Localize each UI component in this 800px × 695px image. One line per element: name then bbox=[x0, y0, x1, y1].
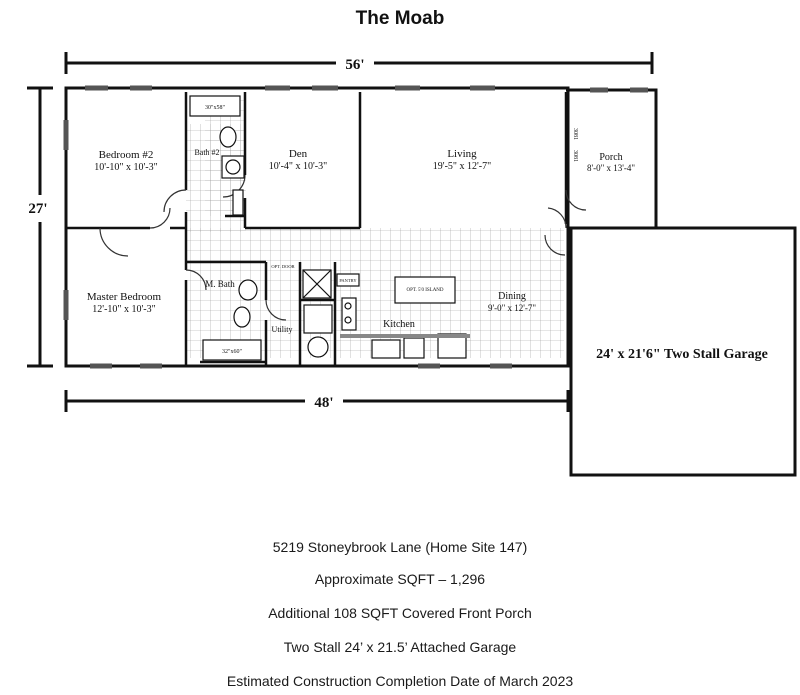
room-bath2-name: Bath #2 bbox=[194, 148, 219, 157]
room-labels: Bedroom #2 10'-10" x 10'-3" Bath #2 30"x… bbox=[87, 105, 635, 355]
room-porch-size: 8'-0" x 13'-4" bbox=[587, 163, 635, 173]
room-mbath-name: M. Bath bbox=[205, 279, 235, 289]
room-dining-size: 9'-0" x 12'-7" bbox=[488, 303, 536, 313]
kitchen-sink bbox=[371, 339, 401, 359]
dimension-top-label: 56' bbox=[345, 57, 364, 73]
kitchen-opt-door-label: OPT. DOOR bbox=[271, 264, 294, 269]
info-line-garage: Two Stall 24’ x 21.5’ Attached Garage bbox=[283, 639, 517, 655]
dimension-left-label: 27' bbox=[28, 201, 47, 217]
plan-title: The Moab bbox=[355, 8, 445, 29]
room-bath2-tub: 30"x58" bbox=[205, 105, 225, 111]
interior-walls bbox=[66, 92, 568, 366]
room-living-size: 19'-5" x 12'-7" bbox=[433, 161, 491, 172]
toilet-bath2 bbox=[219, 126, 237, 148]
room-kitchen-name: Kitchen bbox=[383, 319, 415, 330]
floor-plan: 56' 48' 27' bbox=[27, 52, 797, 477]
dimension-top bbox=[64, 52, 654, 74]
dishwasher bbox=[403, 337, 425, 359]
room-bedroom2-name: Bedroom #2 bbox=[99, 149, 154, 161]
room-bedroom2-size: 10'-10" x 10'-3" bbox=[94, 162, 157, 173]
fixtures bbox=[189, 95, 470, 361]
garage-label: 24' x 21'6" Two Stall Garage bbox=[596, 347, 768, 362]
toilet-master bbox=[233, 306, 251, 328]
tub-bath2 bbox=[189, 95, 241, 117]
room-living-name: Living bbox=[447, 148, 477, 160]
room-den-name: Den bbox=[289, 148, 308, 160]
closet-bath2 bbox=[232, 189, 244, 216]
porch-door-a: 3081 bbox=[572, 128, 578, 140]
info-line-completion: Estimated Construction Completion Date o… bbox=[226, 673, 574, 689]
room-master-name: Master Bedroom bbox=[87, 291, 162, 303]
garage-outline bbox=[569, 226, 797, 477]
room-den-size: 10'-4" x 10'-3" bbox=[269, 161, 327, 172]
dimension-bottom-label: 48' bbox=[314, 395, 333, 411]
room-mbath-tub: 32"x60" bbox=[222, 349, 242, 355]
info-line-address: 5219 Stoneybrook Lane (Home Site 147) bbox=[272, 539, 528, 555]
room-utility-name: Utility bbox=[272, 325, 293, 334]
pantry bbox=[336, 273, 360, 287]
washer bbox=[307, 336, 329, 358]
room-master-size: 12'-10" x 10'-3" bbox=[92, 304, 155, 315]
kitchen-island-label: OPT. 5'0 ISLAND bbox=[406, 288, 443, 293]
dimension-left bbox=[27, 86, 53, 368]
windows bbox=[63, 85, 648, 369]
dimension-bottom bbox=[64, 390, 570, 412]
kitchen-island bbox=[394, 276, 456, 304]
sink-master bbox=[238, 279, 258, 301]
room-dining-name: Dining bbox=[498, 291, 526, 302]
info-line-sqft: Approximate SQFT – 1,296 bbox=[314, 571, 486, 587]
kitchen-pantry-label: PANTRY bbox=[339, 278, 357, 283]
dryer bbox=[303, 304, 333, 334]
info-line-porch: Additional 108 SQFT Covered Front Porch bbox=[268, 605, 532, 621]
porch-door-b: 3081 bbox=[572, 150, 578, 162]
tub-master bbox=[202, 339, 262, 361]
room-porch-name: Porch bbox=[599, 152, 622, 163]
